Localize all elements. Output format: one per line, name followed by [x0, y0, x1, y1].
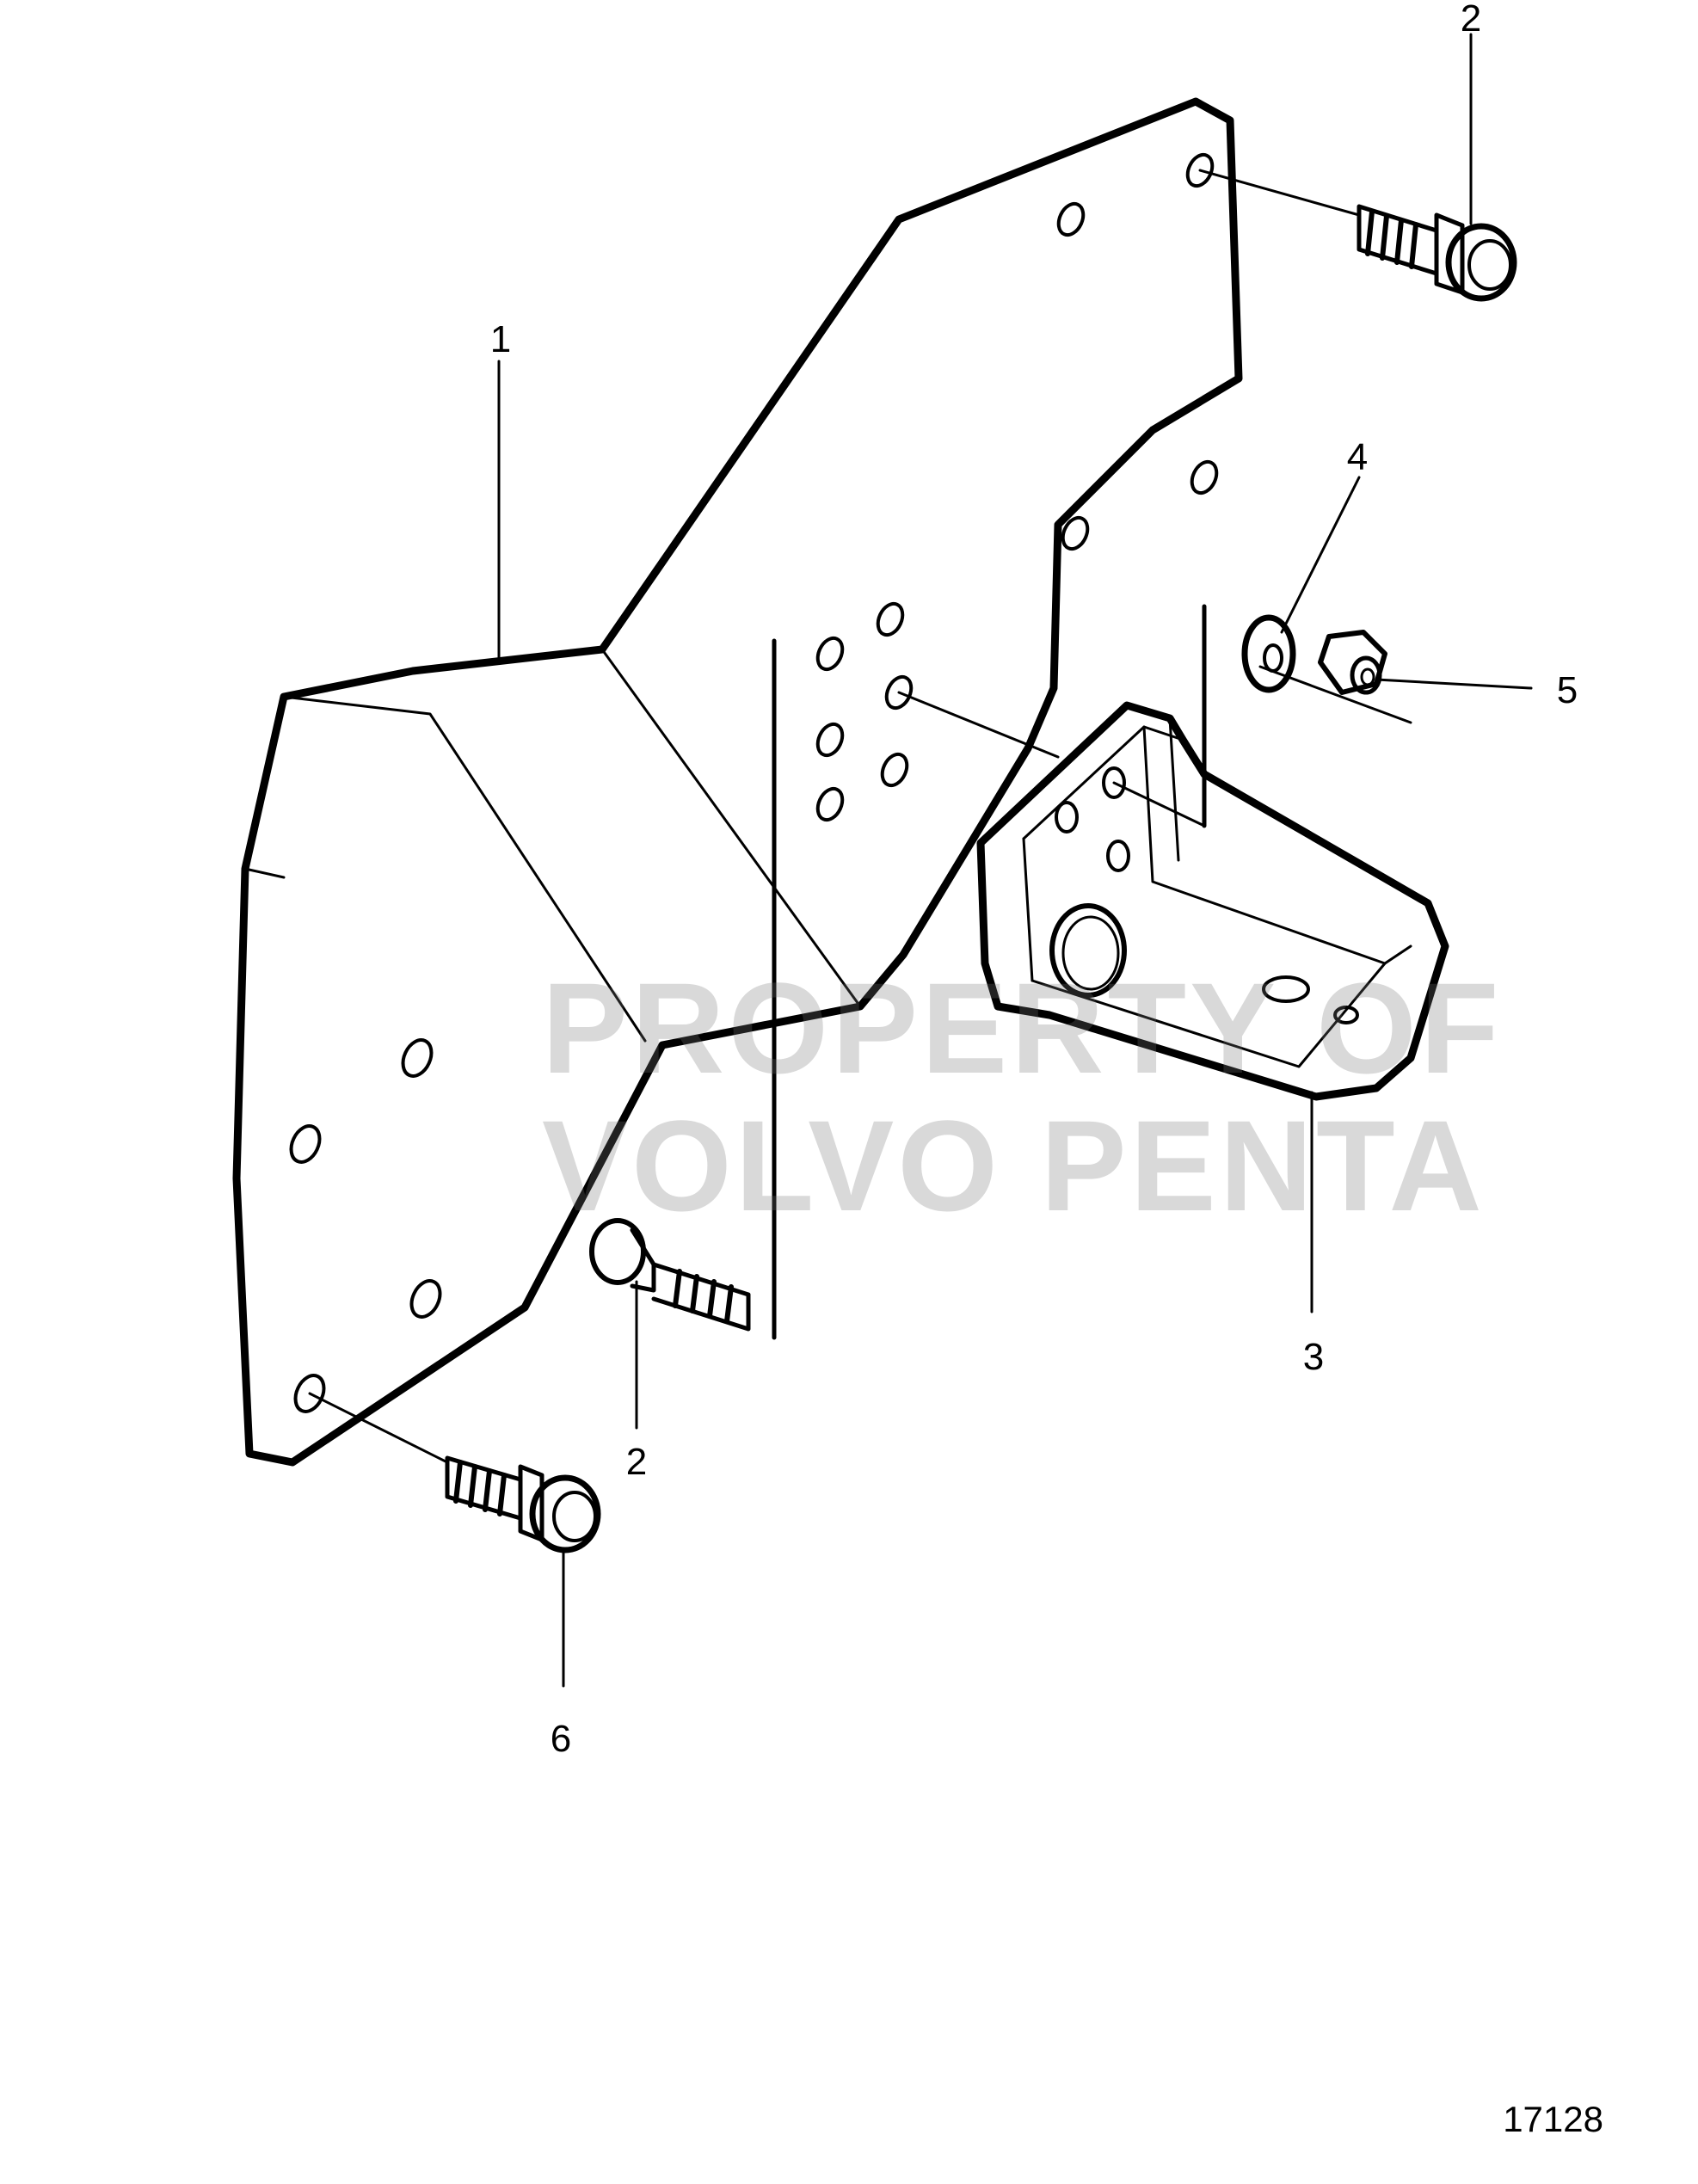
bolt-part-2-bottom [589, 1218, 751, 1332]
bracket-part-3 [976, 701, 1449, 1101]
nut-part-5 [1318, 630, 1387, 695]
leader-lines [497, 33, 1533, 1688]
mounting-plate-part-1 [232, 97, 1243, 1467]
callout-1: 1 [489, 318, 512, 360]
watermark-line-1: PROPERTY OF [542, 956, 1503, 1100]
bolt-part-6 [445, 1455, 601, 1553]
assembly-lines [308, 169, 1412, 1464]
washer-part-4 [1241, 614, 1296, 693]
callout-4: 4 [1346, 436, 1369, 478]
callout-5: 5 [1556, 669, 1578, 711]
callout-2-top: 2 [1460, 0, 1482, 40]
callout-2-bottom: 2 [625, 1441, 648, 1483]
callout-3: 3 [1302, 1336, 1325, 1378]
callout-6: 6 [550, 1718, 572, 1760]
watermark-line-2: VOLVO PENTA [542, 1093, 1486, 1238]
figure-number: 17128 [1503, 2099, 1603, 2139]
bolt-part-2-top [1357, 204, 1517, 302]
